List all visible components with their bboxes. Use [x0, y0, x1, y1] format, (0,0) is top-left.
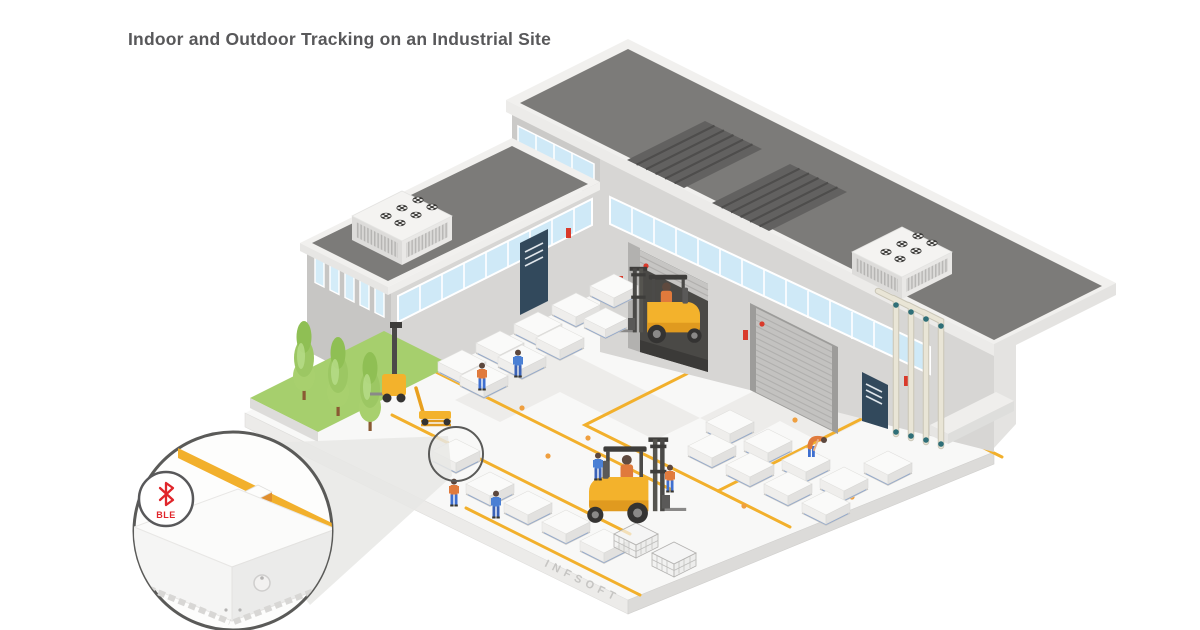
fire-extinguisher [566, 228, 571, 238]
ble-badge: BLE [137, 470, 195, 528]
roof-fascia-side [388, 182, 600, 295]
ble-badge-label: BLE [156, 510, 176, 520]
roof-fascia-side [994, 283, 1116, 356]
magnifier-content [134, 448, 332, 625]
personnel-door [520, 229, 548, 315]
facade-window-band [397, 197, 593, 324]
door-signal-lamp [759, 321, 765, 327]
window-dividers [631, 207, 897, 360]
hvac-unit-main [851, 226, 953, 299]
page-title: Indoor and Outdoor Tracking on an Indust… [128, 29, 551, 49]
bluetooth-icon [158, 481, 175, 507]
lane-line [716, 489, 792, 529]
vehicles [370, 265, 703, 525]
door-slats [755, 313, 833, 425]
door-slats [524, 242, 544, 267]
magnifier-source-circle [428, 426, 484, 482]
door-slats [865, 383, 883, 405]
hvac-unit-left [351, 190, 453, 265]
roof-fascia-front [506, 100, 994, 356]
workers [449, 349, 827, 519]
pallet-stacker [370, 322, 406, 403]
fire-extinguisher [904, 376, 909, 386]
hand-pallet-truck [414, 386, 451, 427]
platform-edge-right [627, 451, 995, 615]
roof-fascia-front [300, 243, 388, 295]
left-wing-building [300, 138, 600, 395]
magnifier-callout: BLE [132, 426, 484, 630]
lawn [250, 331, 452, 432]
facade-window-band [609, 195, 931, 376]
worker-bending [807, 435, 827, 457]
magnified-crate [134, 488, 332, 625]
lawn-area [250, 321, 452, 442]
right-wall-edge [994, 338, 1016, 448]
fire-extinguisher [743, 330, 748, 340]
door-interior-floor [640, 340, 708, 372]
lane-line [464, 506, 642, 597]
lawn-curb [250, 398, 318, 442]
window-dividers [535, 135, 573, 169]
wall-pipes [874, 287, 945, 450]
